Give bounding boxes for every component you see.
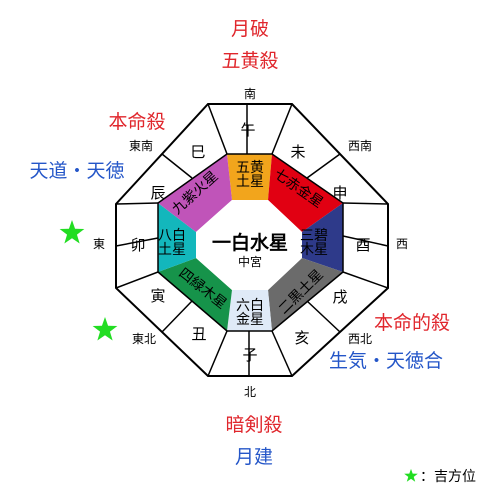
center-star-sub: 中宮 xyxy=(238,254,262,269)
direction-south: 南 xyxy=(244,86,256,101)
legend-star-icon xyxy=(404,468,418,482)
radial-lines xyxy=(115,103,389,377)
zodiac-i: 亥 xyxy=(294,329,309,347)
star-south-line1: 五黄 xyxy=(236,159,264,176)
zodiac-tora: 寅 xyxy=(150,287,165,305)
label-north-bottom: 月建 xyxy=(235,446,273,468)
sector-southeast xyxy=(158,154,232,232)
sector-northeast xyxy=(158,258,232,331)
star-west-line2: 木星 xyxy=(300,242,328,258)
direction-southwest: 西南 xyxy=(348,138,372,153)
direction-west: 西 xyxy=(396,237,408,251)
zodiac-uma: 午 xyxy=(240,121,255,139)
zodiac-tori: 酉 xyxy=(355,236,370,254)
star-west-line1: 三碧 xyxy=(300,228,328,244)
center-star-name: 一白水星 xyxy=(212,231,288,254)
label-southeast: 本命殺 xyxy=(108,111,165,133)
direction-northeast: 東北 xyxy=(132,332,156,346)
sector-east xyxy=(158,203,196,272)
zodiac-hitsuji: 未 xyxy=(290,143,305,161)
star-north-line1: 六白 xyxy=(236,298,264,314)
legend-text: ：吉方位 xyxy=(420,469,476,485)
lucky-star-northeast-icon xyxy=(92,317,118,341)
direction-east: 東 xyxy=(93,237,105,251)
lucky-star-east-icon xyxy=(59,220,85,244)
zodiac-inu: 戌 xyxy=(332,288,347,306)
zodiac-mi: 巳 xyxy=(190,143,205,161)
zodiac-ne: 子 xyxy=(242,346,257,364)
star-north-line2: 金星 xyxy=(236,312,264,328)
direction-northwest: 西北 xyxy=(348,332,372,346)
label-northwest-bottom: 生気・天徳合 xyxy=(329,350,443,372)
zodiac-u: 卯 xyxy=(130,236,145,254)
label-northwest-top: 本命的殺 xyxy=(374,312,450,334)
zodiac-tatsu: 辰 xyxy=(150,184,165,202)
sector-northwest xyxy=(268,258,343,331)
star-east-line2: 土星 xyxy=(158,242,186,258)
star-east-line1: 八白 xyxy=(158,228,186,244)
zodiac-saru: 申 xyxy=(332,184,347,202)
center-octagon xyxy=(196,200,302,290)
sector-west xyxy=(302,203,343,272)
label-south-bottom: 五黄殺 xyxy=(221,50,278,72)
label-east-lucky: 天道・天徳 xyxy=(29,160,124,182)
sector-north xyxy=(227,290,272,331)
star-south-line2: 土星 xyxy=(236,174,264,190)
label-north-top: 暗剣殺 xyxy=(225,414,282,436)
sector-south xyxy=(227,154,272,200)
direction-north: 北 xyxy=(244,385,256,399)
label-south-top: 月破 xyxy=(231,18,269,40)
zodiac-ushi: 丑 xyxy=(191,325,206,343)
sector-southwest xyxy=(268,154,343,232)
direction-southeast: 東南 xyxy=(129,138,153,153)
